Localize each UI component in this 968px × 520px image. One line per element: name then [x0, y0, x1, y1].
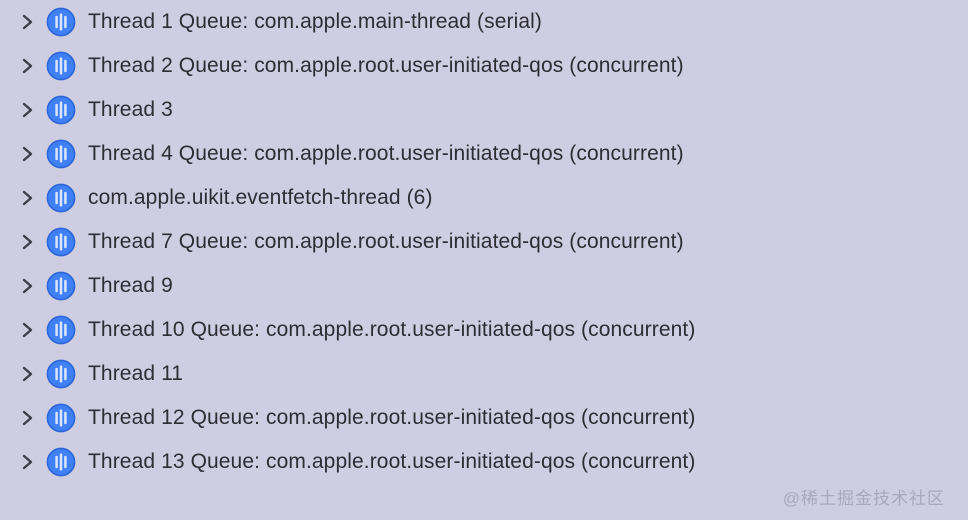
- chevron-right-icon[interactable]: [20, 233, 34, 251]
- thread-label: Thread 11: [88, 362, 184, 385]
- thread-row[interactable]: Thread 9: [0, 264, 968, 308]
- thread-label: Thread 1 Queue: com.apple.main-thread (s…: [88, 10, 542, 33]
- thread-label: Thread 10 Queue: com.apple.root.user-ini…: [88, 318, 696, 341]
- thread-label: Thread 2 Queue: com.apple.root.user-init…: [88, 54, 684, 77]
- thread-icon: [46, 403, 76, 433]
- thread-icon: [46, 315, 76, 345]
- chevron-right-icon[interactable]: [20, 277, 34, 295]
- chevron-right-icon[interactable]: [20, 145, 34, 163]
- thread-label: com.apple.uikit.eventfetch-thread (6): [88, 186, 433, 209]
- thread-row[interactable]: Thread 11: [0, 352, 968, 396]
- thread-row[interactable]: Thread 3: [0, 88, 968, 132]
- chevron-right-icon[interactable]: [20, 321, 34, 339]
- thread-icon: [46, 95, 76, 125]
- thread-label: Thread 12 Queue: com.apple.root.user-ini…: [88, 406, 696, 429]
- watermark: @稀土掘金技术社区: [782, 489, 945, 508]
- thread-row[interactable]: Thread 2 Queue: com.apple.root.user-init…: [0, 44, 968, 88]
- thread-icon: [46, 447, 76, 477]
- thread-row[interactable]: Thread 10 Queue: com.apple.root.user-ini…: [0, 308, 968, 352]
- thread-list: Thread 1 Queue: com.apple.main-thread (s…: [0, 0, 968, 484]
- chevron-right-icon[interactable]: [20, 365, 34, 383]
- thread-icon: [46, 271, 76, 301]
- thread-row[interactable]: Thread 13 Queue: com.apple.root.user-ini…: [0, 440, 968, 484]
- thread-label: Thread 13 Queue: com.apple.root.user-ini…: [88, 450, 696, 473]
- thread-row[interactable]: Thread 1 Queue: com.apple.main-thread (s…: [0, 0, 968, 44]
- thread-icon: [46, 183, 76, 213]
- thread-label: Thread 3: [88, 98, 173, 121]
- thread-label: Thread 7 Queue: com.apple.root.user-init…: [88, 230, 684, 253]
- thread-icon: [46, 139, 76, 169]
- thread-icon: [46, 7, 76, 37]
- thread-row[interactable]: com.apple.uikit.eventfetch-thread (6): [0, 176, 968, 220]
- thread-icon: [46, 227, 76, 257]
- thread-label: Thread 4 Queue: com.apple.root.user-init…: [88, 142, 684, 165]
- chevron-right-icon[interactable]: [20, 189, 34, 207]
- chevron-right-icon[interactable]: [20, 453, 34, 471]
- chevron-right-icon[interactable]: [20, 101, 34, 119]
- thread-icon: [46, 359, 76, 389]
- thread-row[interactable]: Thread 12 Queue: com.apple.root.user-ini…: [0, 396, 968, 440]
- chevron-right-icon[interactable]: [20, 13, 34, 31]
- thread-row[interactable]: Thread 4 Queue: com.apple.root.user-init…: [0, 132, 968, 176]
- thread-icon: [46, 51, 76, 81]
- thread-row[interactable]: Thread 7 Queue: com.apple.root.user-init…: [0, 220, 968, 264]
- thread-label: Thread 9: [88, 274, 173, 297]
- chevron-right-icon[interactable]: [20, 409, 34, 427]
- chevron-right-icon[interactable]: [20, 57, 34, 75]
